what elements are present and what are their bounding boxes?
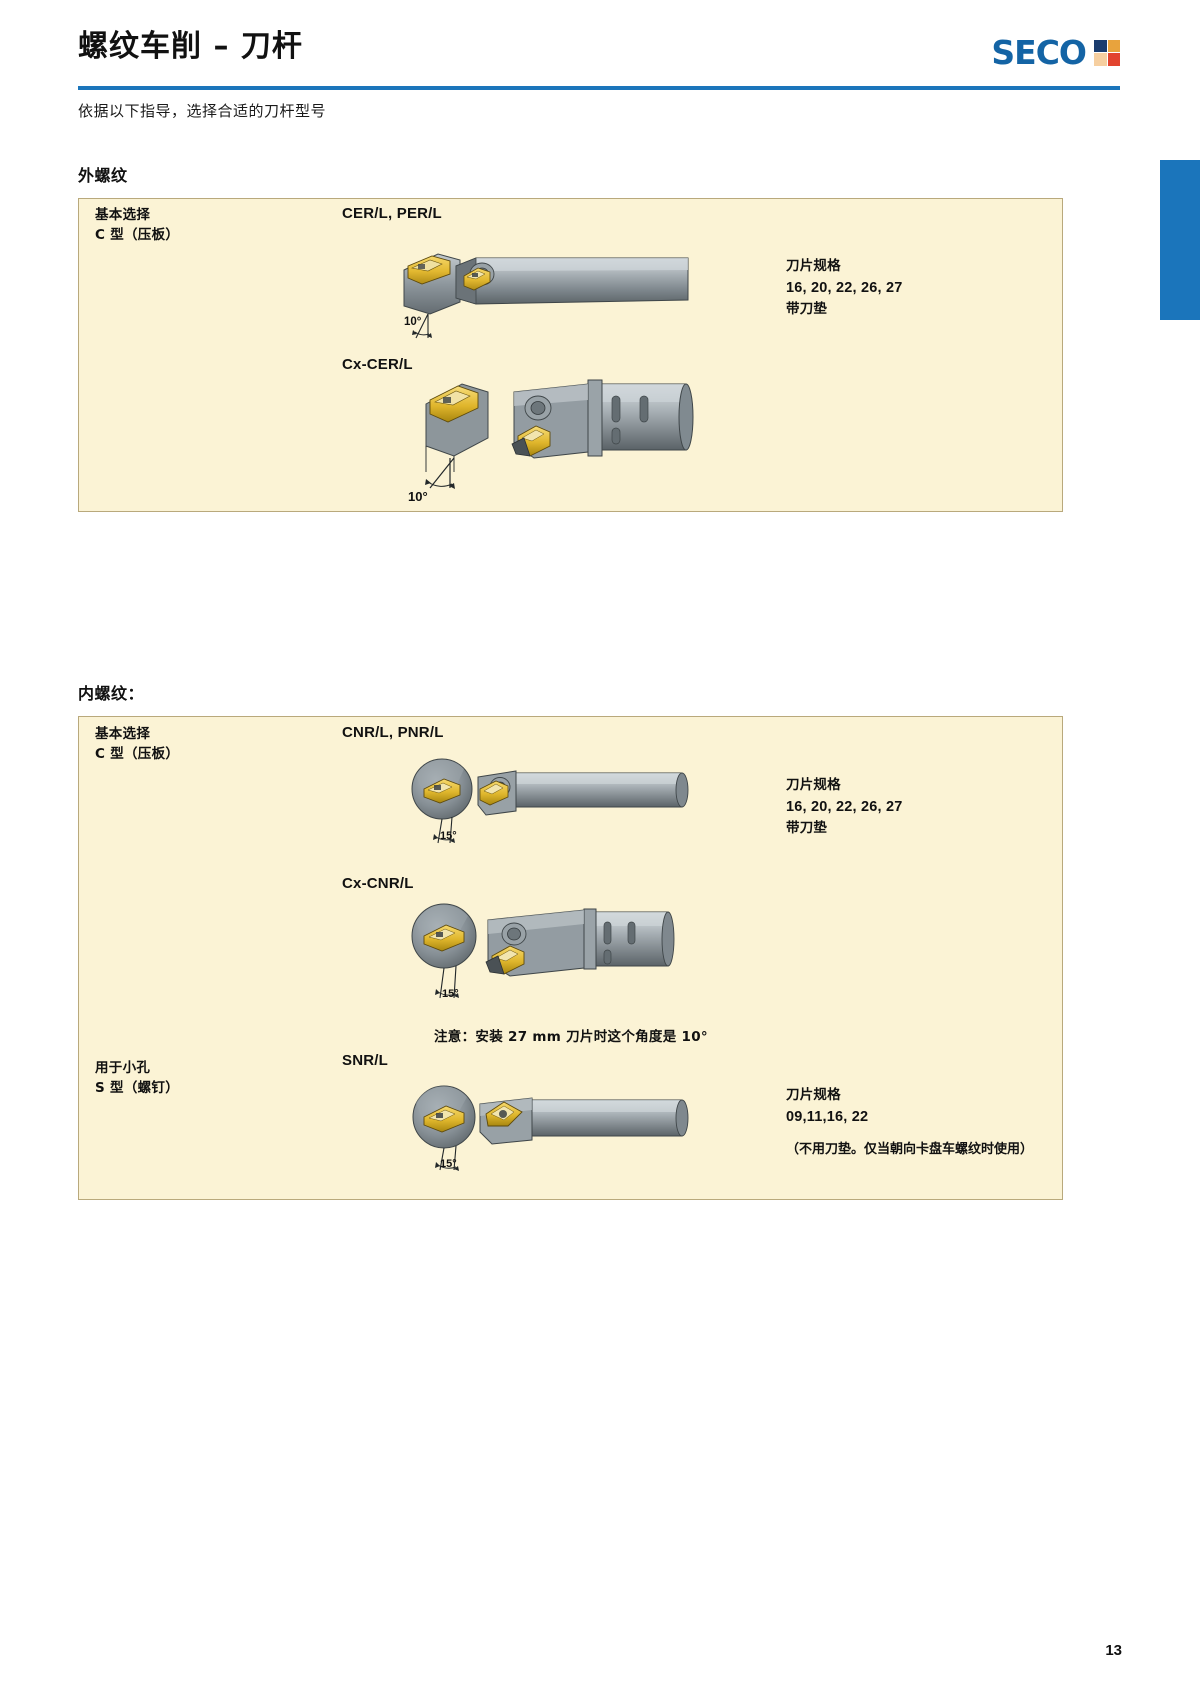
page-header: 螺纹车削 – 刀杆 SECO xyxy=(78,29,1120,69)
internal-row1-label: 基本选择 C 型（压板） xyxy=(95,724,179,765)
page-subtitle: 依据以下指导，选择合适的刀杆型号 xyxy=(78,102,327,120)
spec-snr-insert-sizes: 刀片规格 09,11,16, 22 xyxy=(786,1085,868,1128)
section-tab-marker xyxy=(1160,160,1200,320)
angle-label-internal-2: 15° xyxy=(442,988,459,1000)
external-row-label-line2: C 型（压板） xyxy=(95,227,180,244)
angle-label-internal-1: 15° xyxy=(440,830,457,842)
spec-internal-title: 刀片规格 xyxy=(786,777,841,793)
figure-snr-bar xyxy=(400,1082,700,1177)
code-label-snr: SNR/L xyxy=(342,1052,388,1069)
spec-external-sizes: 16, 20, 22, 26, 27 xyxy=(786,279,903,296)
spec-internal-extra: 带刀垫 xyxy=(786,820,828,837)
page-title: 螺纹车削 – 刀杆 xyxy=(78,29,303,64)
figure-cx-cer-holder xyxy=(400,368,710,498)
angle-label-internal-3: 15° xyxy=(440,1158,457,1170)
internal-row2-label: 用于小孔 S 型（螺钉） xyxy=(95,1058,179,1099)
figure-cer-per-holder xyxy=(390,240,710,340)
spec-external-insert-sizes: 刀片规格 16, 20, 22, 26, 27 带刀垫 xyxy=(786,256,902,320)
internal-row1-label-line2: C 型（压板） xyxy=(95,746,180,763)
section-heading-external: 外螺纹 xyxy=(78,166,128,185)
code-label-cer-per: CER/L, PER/L xyxy=(342,205,442,222)
page-number: 13 xyxy=(1105,1642,1122,1659)
panel-external-thread xyxy=(78,198,1063,512)
spec-internal-sizes: 16, 20, 22, 26, 27 xyxy=(786,798,903,815)
seco-logo-mark xyxy=(1094,39,1120,66)
spec-external-extra: 带刀垫 xyxy=(786,301,828,318)
internal-row1-label-line1: 基本选择 xyxy=(95,726,151,742)
external-row-label-line1: 基本选择 xyxy=(95,207,151,223)
seco-wordmark: SECO xyxy=(991,33,1087,72)
spec-internal-insert-sizes: 刀片规格 16, 20, 22, 26, 27 带刀垫 xyxy=(786,775,902,839)
header-divider xyxy=(78,86,1120,90)
code-label-cx-cnr: Cx-CNR/L xyxy=(342,875,414,892)
code-label-cnr-pnr: CNR/L, PNR/L xyxy=(342,724,444,741)
spec-snr-title: 刀片规格 xyxy=(786,1087,841,1103)
internal-row2-label-line2: S 型（螺钉） xyxy=(95,1080,180,1097)
angle-label-external-2: 10° xyxy=(408,489,428,504)
figure-cnr-pnr-bar xyxy=(400,755,700,850)
angle-label-external-1: 10° xyxy=(404,316,422,328)
spec-snr-extra-note: （不用刀垫。仅当朝向卡盘车螺纹时使用） xyxy=(786,1142,1034,1157)
spec-external-title: 刀片规格 xyxy=(786,258,841,274)
figure-cx-cnr-bar xyxy=(400,900,700,1015)
section-heading-internal: 内螺纹： xyxy=(78,684,145,703)
spec-snr-sizes: 09,11,16, 22 xyxy=(786,1108,869,1125)
code-label-cx-cer: Cx-CER/L xyxy=(342,356,413,373)
internal-row2-label-line1: 用于小孔 xyxy=(95,1060,151,1076)
internal-angle-note: 注意：安装 27 mm 刀片时这个角度是 10° xyxy=(434,1029,708,1045)
external-row-label: 基本选择 C 型（压板） xyxy=(95,205,179,246)
seco-logo: SECO xyxy=(991,36,1120,69)
